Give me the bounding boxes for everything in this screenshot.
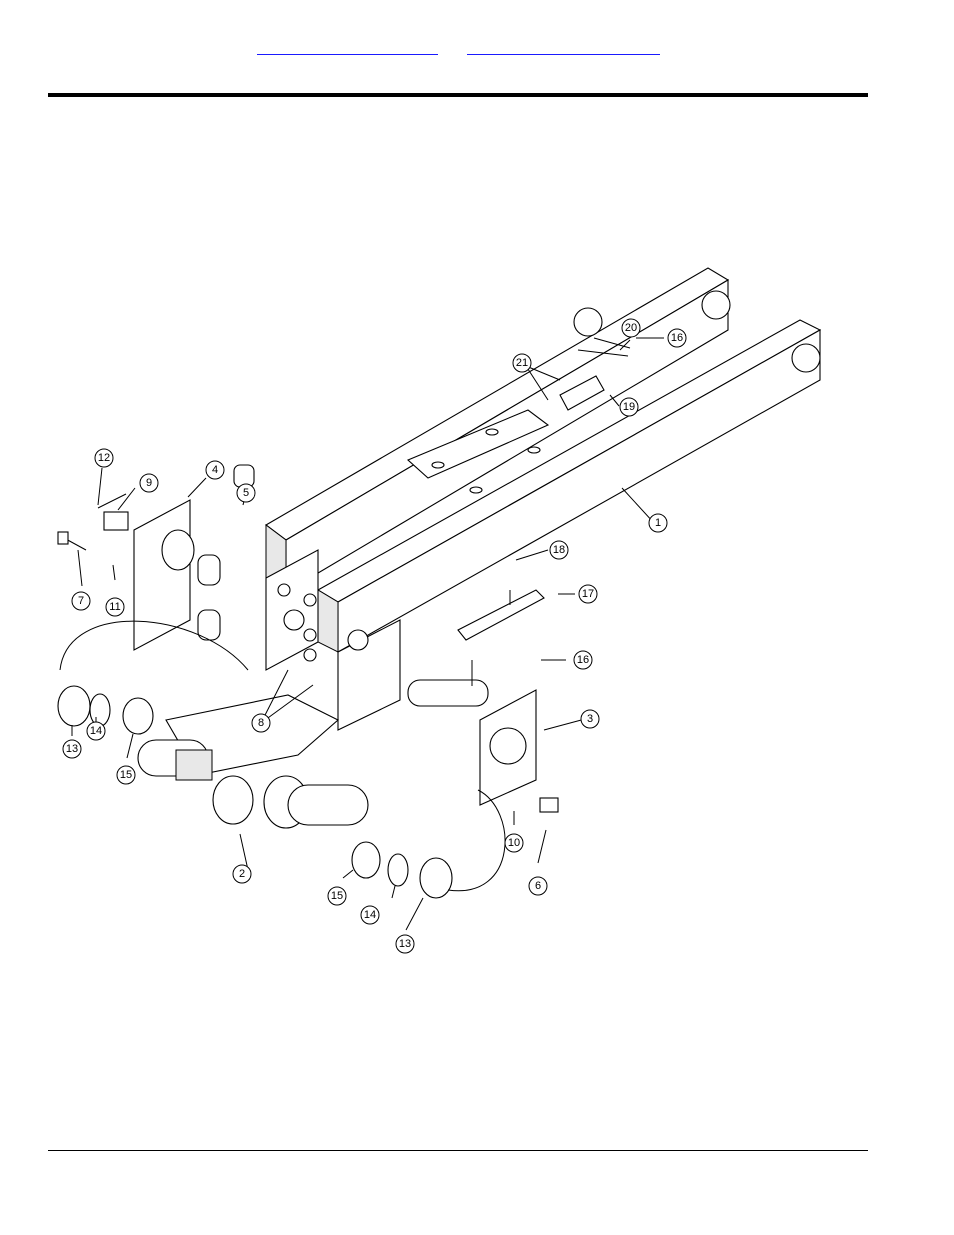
callout-label: 1 [655,517,661,529]
callout-label: 7 [78,595,84,607]
callout-15b: 15 [328,887,346,905]
callout-label: 18 [553,544,565,556]
callout-16b: 16 [574,651,592,669]
callout-14a: 14 [87,722,105,740]
bearings-seals [58,621,505,898]
callout-label: 16 [671,332,683,344]
callout-4: 4 [206,461,224,479]
callout-12: 12 [95,449,113,467]
callout-label: 2 [239,868,245,880]
exploded-parts-diagram: 1 2 3 4 5 6 7 8 9 10 11 12 13 14 15 15 1… [48,250,828,970]
callout-label: 11 [109,601,120,613]
callout-label: 15 [120,769,132,781]
callout-15a: 15 [117,766,135,784]
callout-label: 20 [625,322,637,334]
callout-label: 13 [66,743,78,755]
callout-label: 9 [146,477,152,489]
callout-6: 6 [529,877,547,895]
callout-label: 19 [623,401,635,413]
callout-label: 6 [535,880,541,892]
callout-16a: 16 [668,329,686,347]
callout-3: 3 [581,710,599,728]
callout-13a: 13 [63,740,81,758]
header-link-2[interactable] [467,40,660,55]
callout-11: 11 [106,598,124,616]
callout-label: 15 [331,890,343,902]
callout-label: 12 [98,452,110,464]
callout-2: 2 [233,865,251,883]
footer-rule [48,1150,868,1151]
callout-9: 9 [140,474,158,492]
callout-18: 18 [550,541,568,559]
callout-5: 5 [237,484,255,502]
callout-label: 14 [90,725,102,737]
callout-label: 17 [582,588,594,600]
callout-label: 3 [587,713,593,725]
callout-label: 5 [243,487,249,499]
callout-1: 1 [649,514,667,532]
callout-label: 10 [508,837,520,849]
spindle-arm [138,695,368,828]
callout-label: 13 [399,938,411,950]
main-frame [266,268,820,730]
callout-7: 7 [72,592,90,610]
callout-21: 21 [513,354,531,372]
callout-label: 21 [516,357,528,369]
callout-label: 14 [364,909,376,921]
callout-14b: 14 [361,906,379,924]
callout-10: 10 [505,834,523,852]
header-rule [48,93,868,97]
callout-19: 19 [620,398,638,416]
callout-17: 17 [579,585,597,603]
callout-label: 4 [212,464,218,476]
callout-20: 20 [622,319,640,337]
callout-label: 8 [258,717,264,729]
callout-8: 8 [252,714,270,732]
callout-13b: 13 [396,935,414,953]
callout-label: 16 [577,654,589,666]
header-link-1[interactable] [257,40,438,55]
